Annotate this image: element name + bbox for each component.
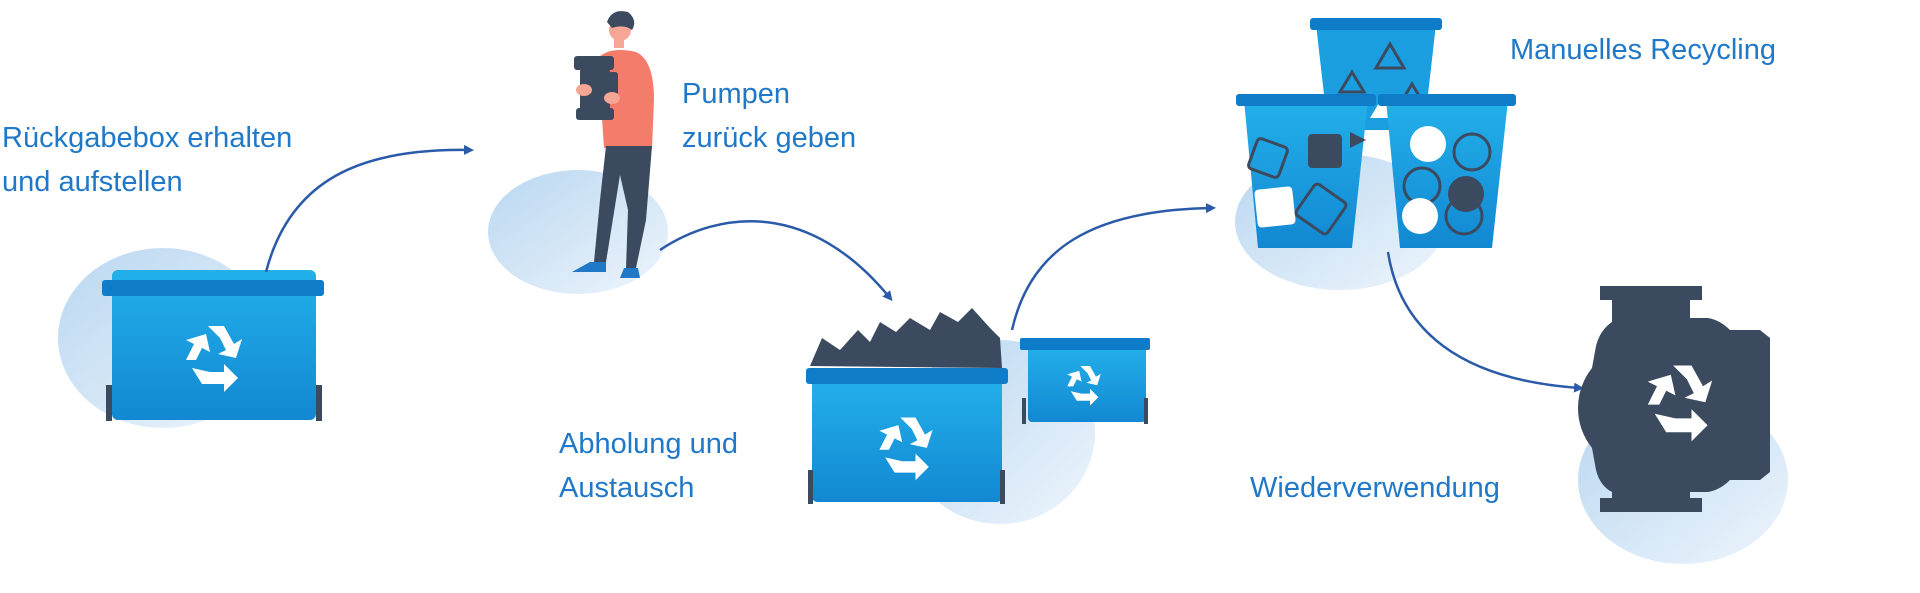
step-label-line: Abholung und: [559, 428, 738, 460]
return-box-icon: [102, 270, 324, 421]
arrow-icon: [659, 220, 893, 302]
collected-pumps-pile: [810, 308, 1002, 368]
step-label-line: zurück geben: [682, 122, 857, 154]
full-bin-icon: [806, 368, 1008, 504]
step-label-line: Manuelles Recycling: [1510, 34, 1776, 66]
step-label-receive-box: Rückgabebox erhalten und aufstellen: [2, 116, 292, 204]
step-label-line: und aufstellen: [2, 166, 183, 198]
step-label-return-pumps: Pumpen zurück geben: [682, 72, 856, 160]
step-label-reuse: Wiederverwendung: [1250, 466, 1500, 510]
pump-icon: [574, 56, 618, 120]
step-label-line: Pumpen: [682, 78, 791, 110]
step-label-line: Wiederverwendung: [1250, 472, 1500, 504]
sorting-container-left: [1236, 94, 1376, 248]
step-label-manual-recycling: Manuelles Recycling: [1510, 28, 1776, 72]
step3-illustration: [806, 308, 1150, 524]
step1-illustration: [58, 248, 324, 428]
step2-illustration: [488, 11, 668, 294]
sorting-container-right: [1378, 94, 1516, 248]
arrow-icon: [264, 144, 474, 273]
step4-illustration: [1235, 18, 1516, 290]
pump-icon: [1578, 286, 1770, 512]
step-label-line: Rückgabebox erhalten: [2, 122, 293, 154]
arrow-icon: [1010, 203, 1216, 331]
arrow-icon: [1386, 251, 1584, 393]
step5-illustration: [1578, 286, 1788, 564]
background-blob: [488, 170, 668, 294]
step-label-line: Austausch: [559, 472, 695, 504]
step-label-pickup-exchange: Abholung und Austausch: [559, 422, 738, 510]
small-box-icon: [1020, 338, 1150, 424]
person-icon: [572, 11, 654, 278]
